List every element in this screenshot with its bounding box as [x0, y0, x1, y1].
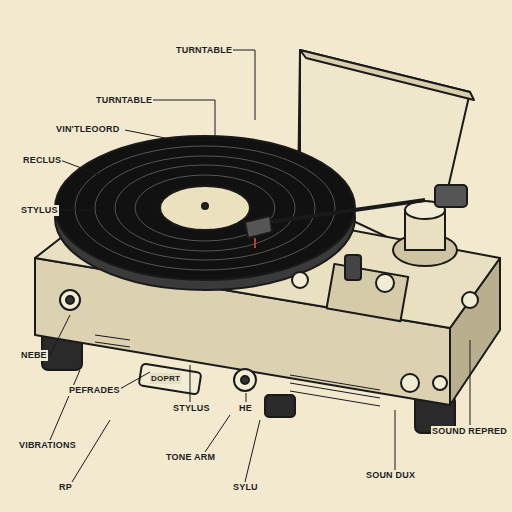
- part-label: TURNTABLE: [175, 45, 233, 56]
- part-label: VIBRATIONS: [18, 440, 77, 451]
- part-label: RP: [58, 482, 73, 493]
- part-label: SOUN DUX: [365, 470, 416, 481]
- part-label: PEFRADES: [68, 385, 121, 396]
- part-label: RECLUS: [22, 155, 62, 166]
- part-label: STYLUS: [20, 205, 59, 216]
- part-label: STYLUS: [172, 403, 211, 414]
- part-label: SOUND REPRED: [431, 426, 508, 437]
- part-label: TURNTABLE: [95, 95, 153, 106]
- part-label: SYLU: [232, 482, 259, 493]
- part-label: NEBE: [20, 350, 48, 361]
- panel-text: DOPRT: [150, 373, 181, 384]
- part-label: VIN'TLEOORD: [55, 124, 120, 135]
- part-label: TONE ARM: [165, 452, 216, 463]
- part-label: HE: [238, 403, 253, 414]
